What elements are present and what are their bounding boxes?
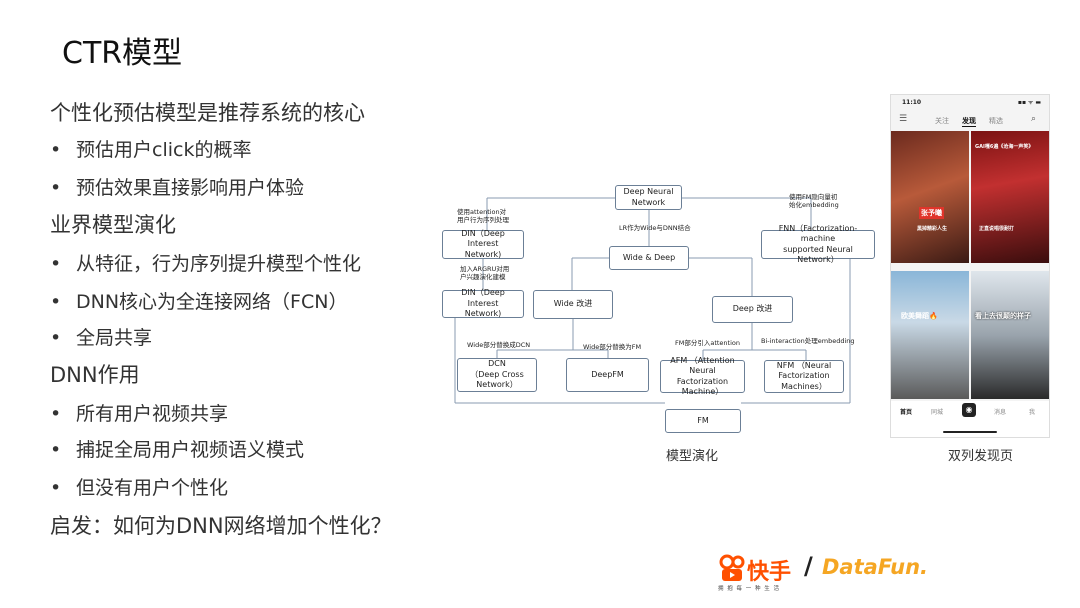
phone-bottom-nav: 首页 同城 ◉ 消息 我 bbox=[891, 401, 1049, 437]
card-1-sub: 黑掉精彩人生 bbox=[917, 226, 948, 232]
edge-label-bi-interaction: Bi-interaction处理embedding bbox=[761, 337, 855, 345]
phone-top-tabs: ☰ 关注 发现 精选 ⌕ bbox=[891, 113, 1049, 129]
heading-text: DNN作用 bbox=[50, 363, 140, 387]
bullet-text: 所有用户视频共享 bbox=[76, 403, 229, 425]
heading-text: 启发：如何为DNN网络增加个性化？ bbox=[50, 514, 392, 538]
node-afm: AFM （Attention Neural Factorization Mach… bbox=[660, 356, 745, 396]
node-nfm: NFM （Neural Factorization Machines） bbox=[764, 360, 844, 393]
card-2-title: GAI嘎6遍《沧海一声笑》 bbox=[975, 144, 1034, 150]
node-dcn: DCN （Deep Cross Network） bbox=[457, 358, 537, 392]
video-card-4[interactable]: 看上去很颠的样子 bbox=[971, 271, 1049, 399]
nav-nearby[interactable]: 同城 bbox=[931, 409, 944, 416]
node-wide-deep: Wide & Deep bbox=[609, 246, 689, 270]
bullet-text: 从特征，行为序列提升模型个性化 bbox=[76, 253, 362, 275]
bullet-item: • 所有用户视频共享 bbox=[50, 399, 228, 426]
node-fm: FM bbox=[665, 409, 741, 433]
edge-label-fm-init-embedding: 使用FM隐向量初 始化embedding bbox=[789, 193, 839, 210]
edge-label-wide-fm: Wide部分替换为FM bbox=[583, 343, 642, 351]
phone-caption: 双列发现页 bbox=[948, 449, 1014, 464]
bullet-item: • 但没有用户个性化 bbox=[50, 473, 228, 500]
bullet-item: • 从特征，行为序列提升模型个性化 bbox=[50, 249, 361, 276]
diagram-connectors bbox=[454, 197, 851, 404]
nav-home[interactable]: 首页 bbox=[900, 409, 913, 416]
bullet-text: 预估效果直接影响用户体验 bbox=[76, 177, 305, 199]
video-card-2[interactable]: GAI嘎6遍《沧海一声笑》 正直说唱很耐打 bbox=[971, 131, 1049, 263]
section-heading: 业界模型演化 bbox=[50, 209, 176, 239]
card-2-sub: 正直说唱很耐打 bbox=[979, 226, 1015, 232]
section-heading: 个性化预估模型是推荐系统的核心 bbox=[50, 97, 365, 127]
bullet-item: • 预估效果直接影响用户体验 bbox=[50, 173, 304, 200]
section-heading: DNN作用 bbox=[50, 359, 140, 389]
node-fnn: FNN（Factorization-machine supported Neur… bbox=[761, 224, 875, 264]
node-din-1: DIN（Deep Interest Network) bbox=[442, 229, 524, 259]
bullet-glyph: • bbox=[50, 403, 62, 425]
card-1-title: 张予曦 bbox=[919, 207, 944, 219]
card-4-title: 看上去很颠的样子 bbox=[975, 312, 1031, 320]
video-card-3[interactable]: 欧美舞蹈🔥 bbox=[891, 271, 969, 399]
node-deepfm: DeepFM bbox=[566, 358, 649, 392]
nav-me[interactable]: 我 bbox=[1029, 409, 1036, 416]
bullet-glyph: • bbox=[50, 477, 62, 499]
home-indicator bbox=[943, 431, 997, 433]
brand-logo: 快手 / DataFun. 拥 抱 每 一 种 生 活 bbox=[718, 552, 938, 598]
bullet-item: • 预估用户click的概率 bbox=[50, 135, 251, 162]
phone-screenshot: 11:10 ▪▪ ᯤ ▬ ☰ 关注 发现 精选 ⌕ 张予曦 黑掉精彩人生 GAI… bbox=[890, 94, 1050, 438]
bullet-text: DNN核心为全连接网络（FCN） bbox=[76, 291, 348, 313]
kuaishou-logo-icon bbox=[719, 554, 745, 581]
status-icons: ▪▪ ᯤ ▬ bbox=[1017, 99, 1041, 106]
bullet-item: • 捕捉全局用户视频语义模式 bbox=[50, 435, 304, 462]
bullet-item: • DNN核心为全连接网络（FCN） bbox=[50, 287, 347, 314]
node-deep-neural-network: Deep Neural Network bbox=[615, 185, 682, 210]
bullet-glyph: • bbox=[50, 327, 62, 349]
card-3-title: 欧美舞蹈🔥 bbox=[901, 312, 938, 320]
edge-label-argru: 加入ARGRU对用 户兴趣演化建模 bbox=[460, 265, 510, 282]
bullet-text: 捕捉全局用户视频语义模式 bbox=[76, 439, 305, 461]
heading-text: 业界模型演化 bbox=[50, 213, 176, 237]
bullet-glyph: • bbox=[50, 439, 62, 461]
bullet-glyph: • bbox=[50, 253, 62, 275]
video-card-1[interactable]: 张予曦 黑掉精彩人生 bbox=[891, 131, 969, 263]
nav-messages[interactable]: 消息 bbox=[994, 409, 1007, 416]
camera-icon[interactable]: ◉ bbox=[962, 403, 976, 417]
status-time: 11:10 bbox=[902, 99, 922, 106]
diagram-caption: 模型演化 bbox=[666, 449, 719, 464]
edge-label-lr-wide-dnn: LR作为Wide与DNN结合 bbox=[619, 224, 691, 232]
menu-icon[interactable]: ☰ bbox=[899, 114, 908, 124]
bullet-glyph: • bbox=[50, 139, 62, 161]
kuaishou-brand: 快手 bbox=[747, 560, 792, 585]
node-wide-improve: Wide 改进 bbox=[533, 290, 613, 319]
bullet-item: • 全局共享 bbox=[50, 323, 152, 350]
tab-discover[interactable]: 发现 bbox=[962, 117, 976, 127]
section-heading: 启发：如何为DNN网络增加个性化？ bbox=[50, 510, 392, 540]
edge-label-fm-attention: FM部分引入attention bbox=[675, 339, 740, 347]
edge-label-attention-sequence: 使用attention对 用户行为序列处理 bbox=[457, 208, 509, 225]
tab-follow[interactable]: 关注 bbox=[935, 117, 949, 125]
search-icon[interactable]: ⌕ bbox=[1031, 114, 1037, 124]
datafun-brand: DataFun. bbox=[822, 555, 929, 579]
phone-status-bar: 11:10 ▪▪ ᯤ ▬ bbox=[891, 95, 1049, 109]
logo-separator: / bbox=[804, 552, 813, 580]
node-deep-improve: Deep 改进 bbox=[712, 296, 793, 323]
logo-tagline: 拥 抱 每 一 种 生 活 bbox=[718, 586, 780, 592]
bullet-text: 预估用户click的概率 bbox=[76, 139, 252, 161]
bullet-text: 全局共享 bbox=[76, 327, 153, 349]
heading-text: 个性化预估模型是推荐系统的核心 bbox=[50, 101, 365, 125]
slide-title: CTR模型 bbox=[62, 36, 183, 71]
edge-label-wide-dcn: Wide部分替换成DCN bbox=[467, 341, 531, 349]
node-din-2: DIN（Deep Interest Network) bbox=[442, 288, 524, 318]
bullet-list: 个性化预估模型是推荐系统的核心 • 预估用户click的概率 • 预估效果直接影响用户体… bbox=[0, 0, 430, 608]
tab-featured[interactable]: 精选 bbox=[989, 117, 1003, 125]
bullet-text: 但没有用户个性化 bbox=[76, 477, 229, 499]
bullet-glyph: • bbox=[50, 177, 62, 199]
bullet-glyph: • bbox=[50, 291, 62, 313]
